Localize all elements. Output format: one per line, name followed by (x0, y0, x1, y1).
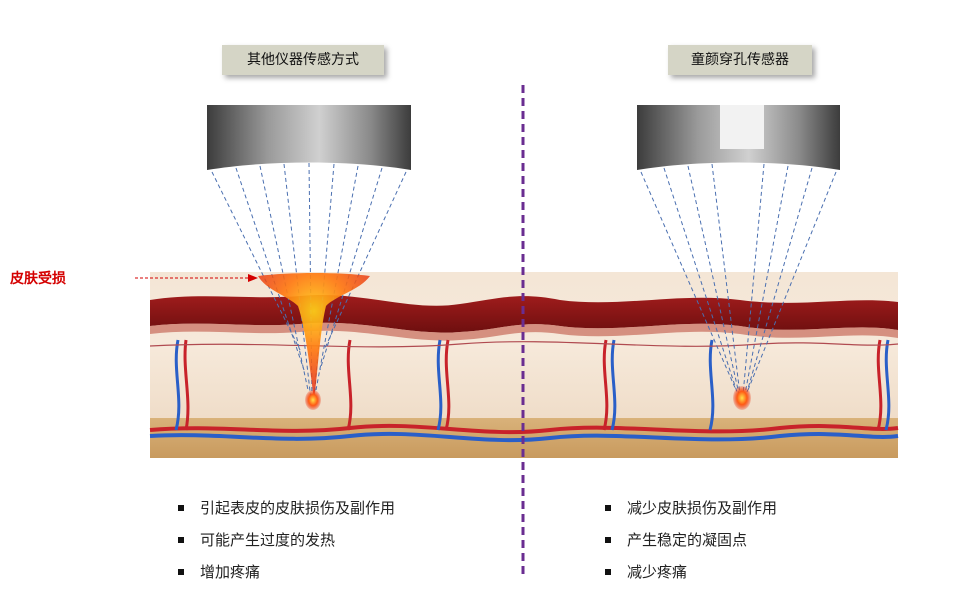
skin-damage-label: 皮肤受损 (10, 271, 66, 287)
right-beam-lines (640, 163, 837, 396)
right-coagulation-point (733, 386, 751, 410)
list-item: 可能产生过度的发热 (178, 524, 395, 556)
left-bullet-list: 引起表皮的皮肤损伤及副作用 可能产生过度的发热 增加疼痛 (178, 492, 395, 588)
list-item: 引起表皮的皮肤损伤及副作用 (178, 492, 395, 524)
list-item: 减少疼痛 (605, 556, 777, 588)
left-title-label: 其他仪器传感方式 (222, 45, 384, 75)
right-probe (637, 105, 840, 170)
left-probe (207, 105, 411, 170)
left-heat-damage (258, 273, 370, 410)
right-bullet-list: 减少皮肤损伤及副作用 产生稳定的凝固点 减少疼痛 (605, 492, 777, 588)
damage-arrow (135, 274, 258, 282)
list-item: 产生稳定的凝固点 (605, 524, 777, 556)
list-item: 增加疼痛 (178, 556, 395, 588)
right-title-label: 童颜穿孔传感器 (668, 45, 812, 75)
list-item: 减少皮肤损伤及副作用 (605, 492, 777, 524)
